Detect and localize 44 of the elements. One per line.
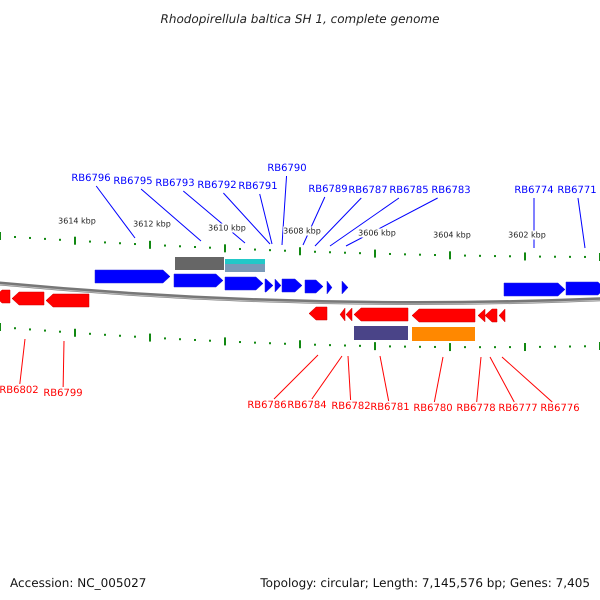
- leader-line: [380, 356, 390, 402]
- leader-line: [311, 356, 342, 400]
- leader-line: [348, 356, 352, 400]
- genome-summary-text: Topology: circular; Length: 7,145,576 bp; Genes: 7,405: [260, 575, 590, 592]
- gene-label: RB6790: [265, 162, 309, 176]
- gene-label: RB6793: [153, 177, 197, 191]
- leader-line: [314, 198, 362, 246]
- position-tick-label: 3602 kbp: [508, 230, 546, 240]
- gene-label: RB6792: [195, 179, 239, 193]
- gene-label: RB6777: [496, 402, 540, 416]
- leader-line: [282, 176, 288, 246]
- gene-label: RB6785: [387, 184, 431, 198]
- gene-label: RB6802: [0, 384, 41, 398]
- leader-line: [434, 356, 444, 402]
- position-tick-label: 3612 kbp: [133, 220, 171, 228]
- leader-line: [259, 194, 272, 244]
- leader-line: [140, 188, 202, 242]
- position-tick-label: 3606 kbp: [358, 228, 396, 238]
- gene-label: RB6799: [41, 387, 85, 401]
- position-tick-label: 3604 kbp: [433, 230, 471, 240]
- gene-label: RB6780: [411, 402, 455, 416]
- leader-line: [274, 354, 318, 400]
- leader-line: [490, 356, 515, 402]
- gene-label: RB6791: [236, 180, 280, 194]
- leader-line: [476, 356, 482, 402]
- gene-label: RB6776: [538, 402, 582, 416]
- gene-label: RB6774: [512, 184, 556, 198]
- leader-line: [330, 198, 400, 246]
- gene-label: RB6771: [555, 184, 599, 198]
- accession-text: Accession: NC_005027: [10, 575, 146, 592]
- position-tick-label: 3614 kbp: [58, 216, 96, 226]
- position-tick-label: 3610 kbp: [208, 224, 246, 232]
- leader-line: [96, 186, 136, 238]
- gene-label: RB6796: [69, 172, 113, 186]
- gene-label: RB6778: [454, 402, 498, 416]
- leader-line: [62, 340, 64, 388]
- position-tick-label: 3608 kbp: [283, 226, 321, 236]
- leader-line: [502, 356, 553, 402]
- gene-label: RB6795: [111, 175, 155, 189]
- gene-label: RB6783: [429, 184, 473, 198]
- leader-line: [577, 198, 586, 248]
- leader-line: [222, 192, 270, 244]
- title: Rhodopirellula baltica SH 1, complete genome: [160, 11, 440, 28]
- leader-line: [19, 338, 26, 384]
